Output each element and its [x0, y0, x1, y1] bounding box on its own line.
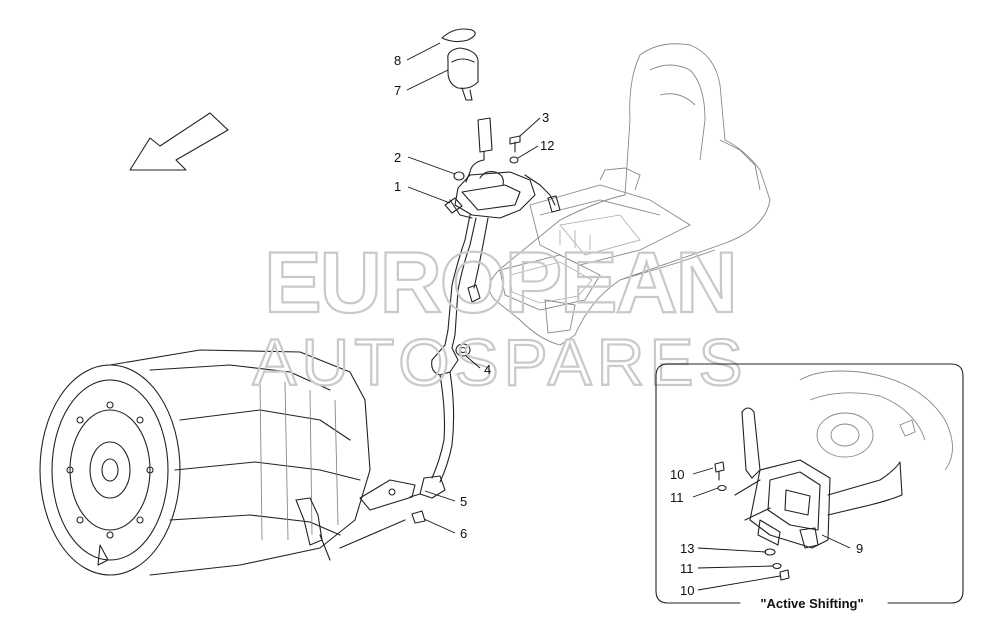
bolt-part-6 [339, 510, 426, 549]
callout-1: 1 [394, 179, 401, 194]
inset-callout-10-bottom: 10 [680, 583, 694, 598]
inset-callout-10-top: 10 [670, 467, 684, 482]
center-console [488, 43, 771, 346]
callout-leaders [406, 42, 541, 534]
callout-8: 8 [394, 53, 401, 68]
inset-fasteners [714, 461, 790, 581]
inset-callout-9: 9 [856, 541, 863, 556]
knob-part-7 [447, 47, 479, 101]
paddle-bracket-part-9 [734, 407, 903, 549]
direction-arrow-icon [129, 112, 229, 171]
callout-7: 7 [394, 83, 401, 98]
watermark: EUROPEAN AUTOSPARES [251, 234, 747, 400]
bolt-part-3 [509, 135, 521, 153]
callout-2: 2 [394, 150, 401, 165]
active-shifting-inset: "Active Shifting" [655, 363, 964, 611]
callout-3: 3 [542, 110, 549, 125]
callout-12: 12 [540, 138, 554, 153]
transmission [39, 349, 371, 576]
bracket-part-5 [359, 479, 416, 511]
inset-callout-11-bottom: 11 [680, 561, 694, 576]
callout-5: 5 [460, 494, 467, 509]
callout-4: 4 [484, 362, 491, 377]
shifter-assembly-part-1 [444, 117, 561, 349]
washer-part-12 [509, 156, 519, 164]
fastener-part-2 [453, 171, 465, 181]
callout-6: 6 [460, 526, 467, 541]
inset-title: "Active Shifting" [760, 596, 863, 611]
knob-cap-part-8 [441, 28, 476, 43]
inset-callout-11-top: 11 [670, 490, 684, 505]
inset-callout-13: 13 [680, 541, 694, 556]
watermark-line-2: AUTOSPARES [252, 325, 747, 399]
grommet-part-4 [455, 343, 471, 357]
watermark-line-1: EUROPEAN [264, 235, 735, 331]
shift-cable [409, 344, 459, 499]
